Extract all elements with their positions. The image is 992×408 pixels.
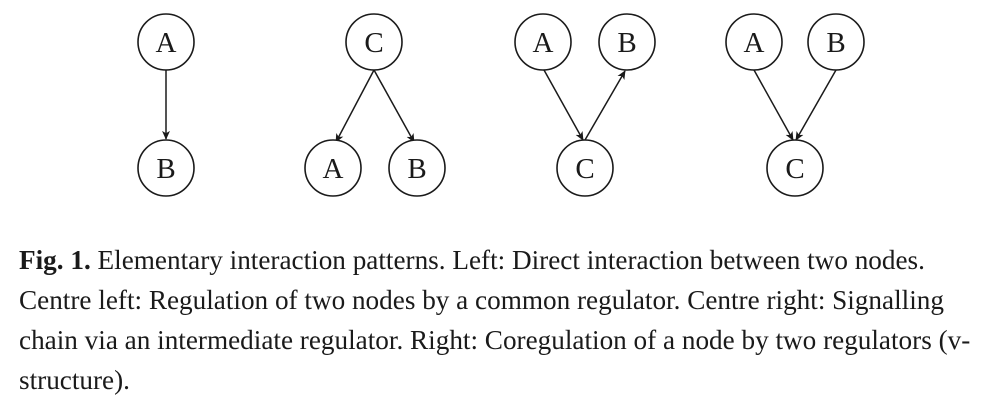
panel-left: A B [137, 13, 195, 197]
node-b: B [388, 139, 446, 197]
edge-c-to-a [335, 69, 375, 143]
node-c: C [345, 13, 403, 71]
caption-label: Fig. 1. [19, 245, 91, 275]
node-label: C [364, 27, 383, 59]
node-b: B [598, 13, 656, 71]
node-b: B [137, 139, 195, 197]
figure-diagram: A B C A B [137, 13, 865, 197]
node-label: C [575, 153, 594, 185]
node-label: A [323, 153, 344, 185]
node-label: A [156, 27, 177, 59]
node-label: B [156, 153, 175, 185]
edge-c-to-b [373, 69, 415, 143]
node-c: C [556, 139, 614, 197]
node-label: A [744, 27, 765, 59]
node-label: B [617, 27, 636, 59]
edge-c-to-b [584, 70, 626, 141]
node-b: B [807, 13, 865, 71]
node-a: A [137, 13, 195, 71]
caption-text: Elementary interaction patterns. Left: D… [19, 245, 971, 395]
edge-a-to-c [543, 69, 584, 141]
node-label: A [533, 27, 554, 59]
node-a: A [514, 13, 572, 71]
node-a: A [725, 13, 783, 71]
node-a: A [304, 139, 362, 197]
node-label: B [826, 27, 845, 59]
edge-a-to-c [753, 69, 794, 141]
node-label: B [407, 153, 426, 185]
node-label: C [785, 153, 804, 185]
node-c: C [766, 139, 824, 197]
figure-caption: Fig. 1. Elementary interaction patterns.… [19, 240, 979, 400]
edge-b-to-c [795, 69, 837, 141]
panel-right: A B C [725, 13, 865, 197]
panel-centre-left: C A B [304, 13, 446, 197]
panel-centre-right: A B C [514, 13, 656, 197]
